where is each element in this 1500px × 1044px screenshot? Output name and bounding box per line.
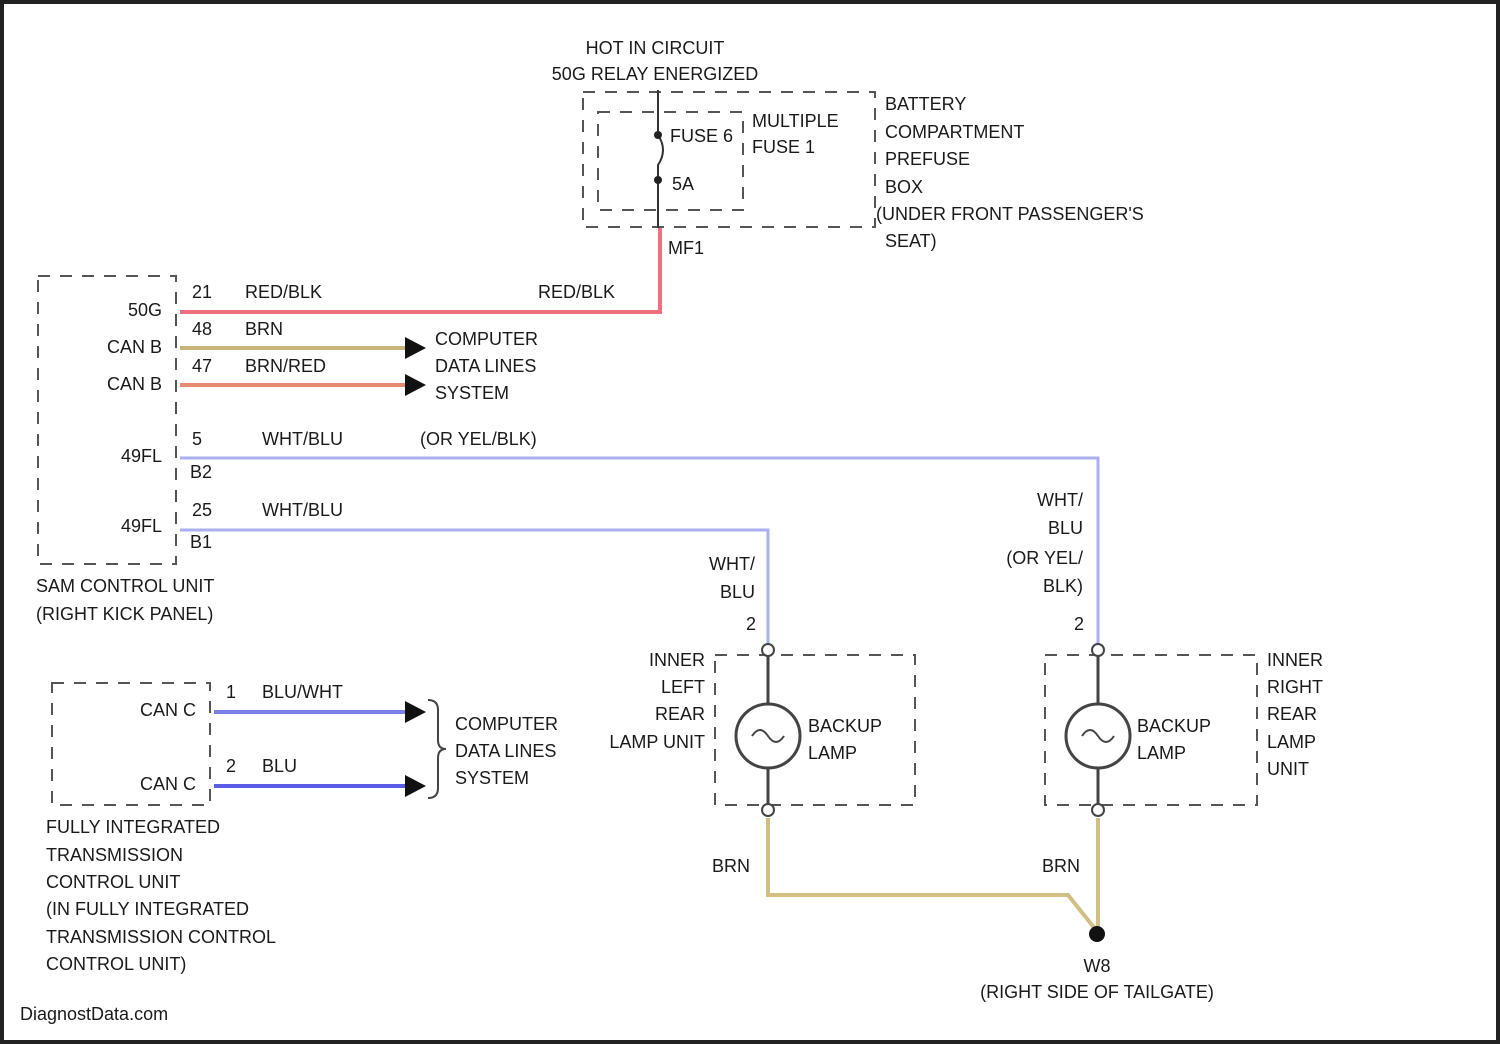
fuse-rating: 5A <box>672 174 694 194</box>
fuse-box-line-6: SEAT) <box>885 231 937 251</box>
sam-wire-brn: BRN <box>245 319 283 339</box>
fuse-box-line-2: COMPARTMENT <box>885 122 1024 142</box>
sam-pin-47: 47 <box>192 356 212 376</box>
data-lines-1-line3: SYSTEM <box>435 383 509 403</box>
sam-pin-25: 25 <box>192 500 212 520</box>
sam-wire-wht-blu-1: WHT/BLU <box>262 429 343 449</box>
sam-pin-label-49fl-2: 49FL <box>121 516 162 536</box>
arrow-can-c-2 <box>405 775 426 797</box>
tcu-name-line-6: CONTROL UNIT) <box>46 954 186 974</box>
sam-connector-b1: B1 <box>190 532 212 552</box>
sam-pin-label-49fl-1: 49FL <box>121 446 162 466</box>
ground-location: (RIGHT SIDE OF TAILGATE) <box>980 982 1214 1002</box>
right-filament-icon <box>1082 730 1114 742</box>
tcu-pin-label-can-c-2: CAN C <box>140 774 196 794</box>
right-lamp-terminal-top <box>1092 644 1104 656</box>
right-lamp-unit-line-5: UNIT <box>1267 759 1309 779</box>
tcu-wire-blu: BLU <box>262 756 297 776</box>
tcu-pin-2: 2 <box>226 756 236 776</box>
fuse-node-top <box>654 131 662 139</box>
tcu-pin-label-can-c-1: CAN C <box>140 700 196 720</box>
sam-wire-brn-red: BRN/RED <box>245 356 326 376</box>
sam-unit-name-line1: SAM CONTROL UNIT <box>36 576 214 596</box>
fuse-node-bottom <box>654 176 662 184</box>
tcu-name-line-1: FULLY INTEGRATED <box>46 817 220 837</box>
multiple-fuse-line1: MULTIPLE <box>752 111 839 131</box>
data-lines-2-line1: COMPUTER <box>455 714 558 734</box>
arrow-can-b-2 <box>405 374 426 396</box>
sam-pin-label-can-b-2: CAN B <box>107 374 162 394</box>
data-lines-2-line2: DATA LINES <box>455 741 556 761</box>
sam-unit-name-line2: (RIGHT KICK PANEL) <box>36 604 213 624</box>
right-lamp-unit-line-2: RIGHT <box>1267 677 1323 697</box>
right-lamp-unit-line-3: REAR <box>1267 704 1317 724</box>
data-lines-2-line3: SYSTEM <box>455 768 529 788</box>
watermark: DiagnostData.com <box>20 1004 168 1024</box>
arrow-can-b-1 <box>405 337 426 359</box>
sam-wire-wht-blu-2: WHT/BLU <box>262 500 343 520</box>
right-lamp-terminal-bottom <box>1092 804 1104 816</box>
left-ground-wire-label: BRN <box>712 856 750 876</box>
fuse-name: FUSE 6 <box>670 126 733 146</box>
right-backup-lamp-line2: LAMP <box>1137 743 1186 763</box>
sam-pin-21: 21 <box>192 282 212 302</box>
tcu-name-line-3: CONTROL UNIT <box>46 872 180 892</box>
sam-wire-red-blk-right: RED/BLK <box>538 282 615 302</box>
right-lamp-wire-line3: (OR YEL/ <box>1006 548 1083 568</box>
tcu-name-line-4: (IN FULLY INTEGRATED <box>46 899 249 919</box>
sam-wire-red-blk: RED/BLK <box>245 282 322 302</box>
left-lamp-wire-line1: WHT/ <box>709 554 755 574</box>
tcu-pin-1: 1 <box>226 682 236 702</box>
wire-wht-blu-left <box>180 530 768 645</box>
sam-pin-48: 48 <box>192 319 212 339</box>
fuse-box-line-5: (UNDER FRONT PASSENGER'S <box>876 204 1144 224</box>
right-lamp-wire-line2: BLU <box>1048 518 1083 538</box>
source-label-line1: HOT IN CIRCUIT <box>586 38 725 58</box>
left-backup-lamp-line1: BACKUP <box>808 716 882 736</box>
left-lamp-terminal-bottom <box>762 804 774 816</box>
right-ground-wire-label: BRN <box>1042 856 1080 876</box>
tcu-wire-blu-wht: BLU/WHT <box>262 682 343 702</box>
fuse-box-line-3: PREFUSE <box>885 149 970 169</box>
tcu-name-line-2: TRANSMISSION <box>46 845 183 865</box>
left-backup-lamp-line2: LAMP <box>808 743 857 763</box>
data-lines-1-line2: DATA LINES <box>435 356 536 376</box>
left-lamp-unit-line-3: REAR <box>655 704 705 724</box>
arrow-can-c-1 <box>405 701 426 723</box>
fuse-box-connector: MF1 <box>668 238 704 258</box>
right-lamp-pin: 2 <box>1074 614 1084 634</box>
sam-pin-label-50g: 50G <box>128 300 162 320</box>
source-label-line2: 50G RELAY ENERGIZED <box>552 64 758 84</box>
ground-point-icon <box>1089 926 1105 942</box>
right-lamp-wire-line1: WHT/ <box>1037 490 1083 510</box>
sam-pin-5: 5 <box>192 429 202 449</box>
left-lamp-unit-line-4: LAMP UNIT <box>609 732 705 752</box>
left-lamp-pin: 2 <box>746 614 756 634</box>
fuse-element <box>658 90 663 228</box>
left-lamp-wire-line2: BLU <box>720 582 755 602</box>
sam-wire-yel-blk-alt: (OR YEL/BLK) <box>420 429 537 449</box>
left-lamp-terminal-top <box>762 644 774 656</box>
data-lines-1-line1: COMPUTER <box>435 329 538 349</box>
left-lamp-unit-line-2: LEFT <box>661 677 705 697</box>
ground-id: W8 <box>1084 956 1111 976</box>
tcu-name-line-5: TRANSMISSION CONTROL <box>46 927 276 947</box>
wire-wht-blu-right <box>180 458 1098 645</box>
right-backup-lamp-line1: BACKUP <box>1137 716 1211 736</box>
sam-pin-label-can-b-1: CAN B <box>107 337 162 357</box>
sam-connector-b2: B2 <box>190 462 212 482</box>
multiple-fuse-line2: FUSE 1 <box>752 137 815 157</box>
fuse-box-line-4: BOX <box>885 177 923 197</box>
right-lamp-unit-line-4: LAMP <box>1267 732 1316 752</box>
right-lamp-wire-line4: BLK) <box>1043 576 1083 596</box>
left-lamp-unit-line-1: INNER <box>649 650 705 670</box>
data-lines-2-brace <box>428 700 446 798</box>
fuse-box-line-1: BATTERY <box>885 94 966 114</box>
right-lamp-unit-line-1: INNER <box>1267 650 1323 670</box>
left-filament-icon <box>752 730 784 742</box>
